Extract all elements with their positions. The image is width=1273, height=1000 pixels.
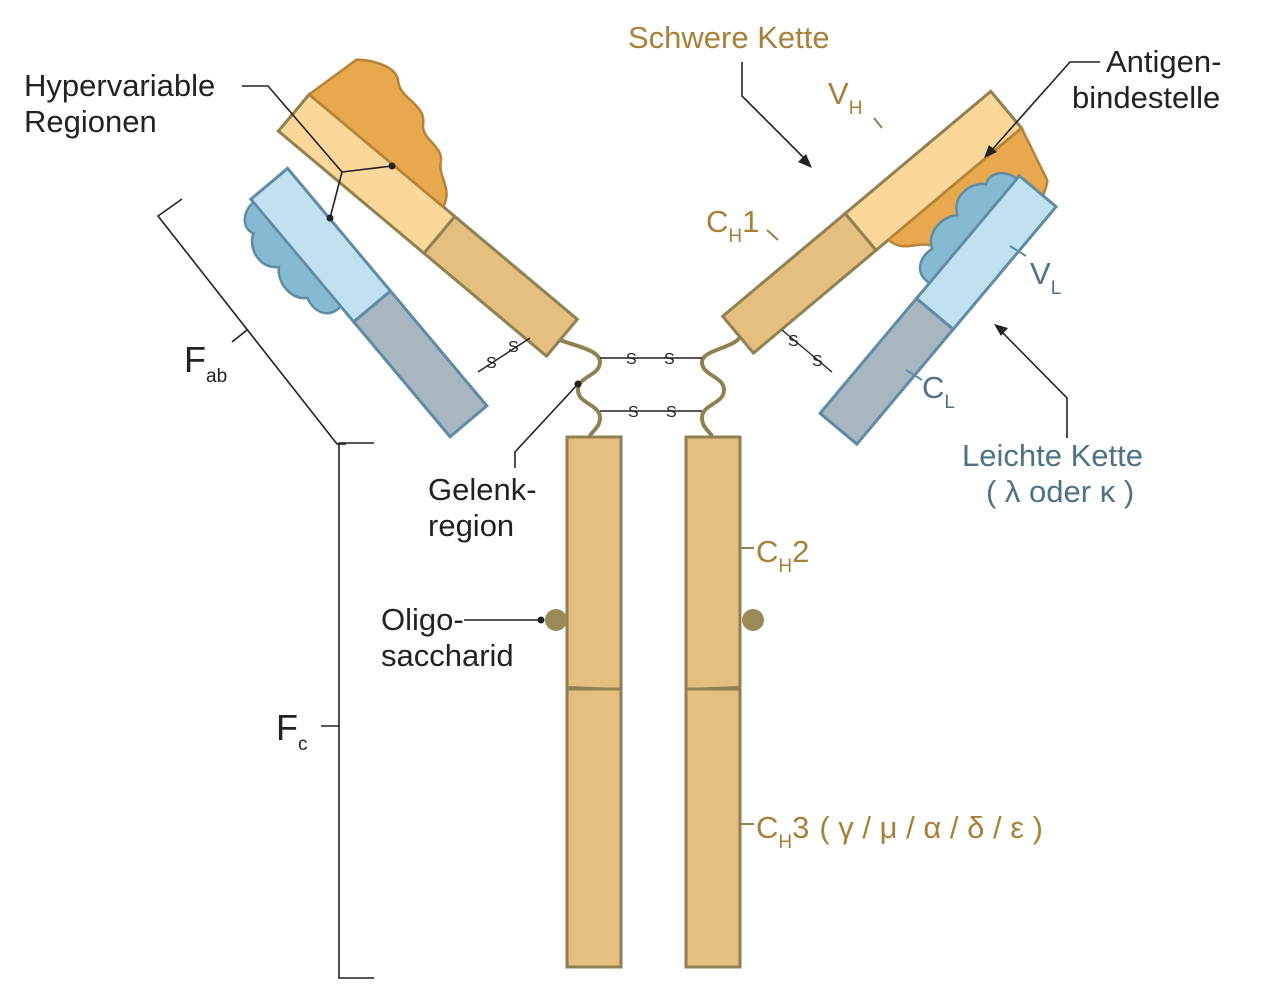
- ch1-tick: [766, 229, 779, 241]
- hinge-right-strand: [699, 335, 742, 442]
- gelenk-label-line1: Gelenk-: [428, 472, 537, 507]
- fab-label: Fab: [184, 339, 227, 387]
- antigen-label-line1: Antigen-: [1106, 44, 1221, 79]
- schwere-kette-arrow: [741, 62, 809, 163]
- gelenk-leader-dot: [574, 380, 582, 388]
- heavy-chain-left-ch3: [565, 687, 623, 969]
- heavy-chain-right-ch2: [684, 435, 742, 691]
- antigen-arrow: [989, 61, 1100, 153]
- vl-label: VL: [1030, 256, 1061, 299]
- hinge-disulfide-1-s2: S: [664, 351, 675, 368]
- hinge-left-strand: [558, 338, 603, 442]
- hinge-disulfide-2-s2: S: [666, 404, 677, 421]
- ch2-ch3-boundary-right: [685, 686, 741, 690]
- hypervariable-label-line2: Regionen: [24, 104, 157, 139]
- hinge-disulfide-1-s1: S: [626, 351, 637, 368]
- left-heavy-hypervariable-region: [307, 58, 448, 209]
- left-arm-disulfide-s1: S: [486, 355, 497, 372]
- heavy-chain-left-ch2: [565, 435, 623, 691]
- hinge-disulfide-2-s1: S: [628, 404, 639, 421]
- antigen-arrowhead: [984, 145, 997, 158]
- gelenk-label-line2: region: [428, 508, 514, 543]
- ch3-label: CH3( γ / μ / α / δ / ε ): [756, 810, 1043, 853]
- hypervariable-leader-dot-2: [326, 214, 334, 222]
- right-arm-disulfide-s1: S: [788, 333, 799, 350]
- hypervariable-leader-dot-1: [388, 162, 396, 170]
- antigen-label-line2: bindestelle: [1072, 80, 1220, 115]
- schwere-kette-arrowhead: [798, 154, 812, 168]
- hypervariable-leader: [242, 85, 393, 219]
- left-light-cl-domain: [351, 288, 489, 439]
- leichte-kette-label-line1: Leichte Kette: [962, 438, 1143, 473]
- right-arm-disulfide-s2: S: [812, 353, 823, 370]
- ch2-ch3-boundary-left: [566, 686, 622, 690]
- right-arm-disulfide-bond: [781, 329, 833, 373]
- vh-tick: [873, 117, 883, 129]
- leichte-kette-label-line2: ( λ oder κ ): [986, 474, 1134, 509]
- left-arm-disulfide-bond: [477, 337, 531, 373]
- right-light-hypervariable-region: [918, 171, 1019, 285]
- fab-left-arm: S S: [243, 58, 580, 439]
- gelenk-leader: [514, 383, 579, 468]
- fab-bracket: [156, 198, 346, 445]
- fab-right-arm: S S: [720, 89, 1059, 447]
- fab-bracket-tick: [231, 329, 248, 343]
- left-arm-disulfide-s2: S: [508, 339, 519, 356]
- fc-bracket: [338, 442, 374, 979]
- ch2-label: CH2: [756, 534, 809, 577]
- heavy-chain-right-ch3: [684, 687, 742, 969]
- cl-label: CL: [922, 370, 955, 413]
- oligo-label-line2: saccharid: [381, 638, 514, 673]
- hypervariable-label-line1: Hypervariable: [24, 68, 215, 103]
- vh-label: VH: [828, 76, 862, 119]
- left-heavy-ch1-domain: [421, 214, 580, 359]
- oligo-label-line1: Oligo-: [381, 602, 464, 637]
- oligosaccharide-right: [742, 609, 764, 631]
- oligo-leader-dot: [537, 616, 545, 624]
- schwere-kette-label: Schwere Kette: [628, 20, 830, 55]
- left-light-hypervariable-region: [243, 200, 343, 315]
- leichte-kette-arrowhead: [994, 324, 1008, 336]
- ch1-label: CH1: [706, 204, 759, 247]
- leichte-kette-arrow: [999, 329, 1068, 438]
- cl-tick: [905, 369, 923, 381]
- fc-label: Fc: [276, 707, 308, 755]
- oligosaccharide-left: [545, 609, 567, 631]
- vl-tick: [1009, 245, 1027, 257]
